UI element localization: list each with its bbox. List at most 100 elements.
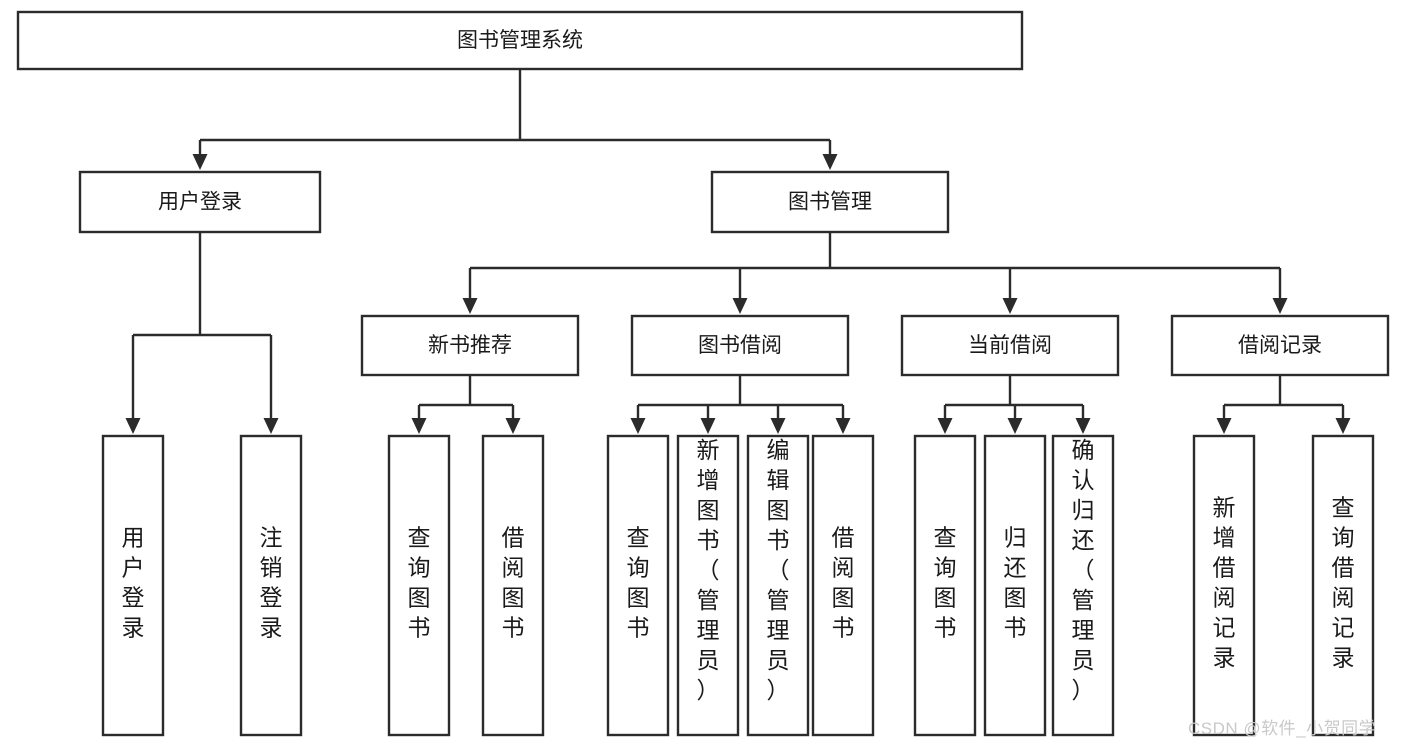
root-to-l2-arrow-1-head [822, 154, 838, 170]
l3-book-borrow-arrow-3-head [835, 418, 851, 434]
l3-new-book-recommend-arrow-0-head [411, 418, 427, 434]
node-borrow-record-label: 借阅记录 [1238, 334, 1322, 357]
node-book-manage-label: 图书管理 [788, 191, 872, 214]
svg-text:询: 询 [1332, 525, 1355, 551]
leaf-query-book-2-rect [606, 434, 670, 737]
svg-text:阅: 阅 [1213, 585, 1236, 611]
svg-text:登: 登 [260, 585, 283, 611]
svg-text:）: ） [697, 677, 720, 703]
leaf-user-login-do[interactable]: 用户登录 [101, 434, 165, 737]
svg-text:记: 记 [1213, 615, 1236, 641]
bookmanage-to-l3-arrow-2-head [1002, 298, 1018, 314]
svg-text:管: 管 [767, 587, 790, 613]
svg-text:书: 书 [767, 527, 790, 553]
svg-text:图: 图 [1004, 585, 1027, 611]
node-current-borrow[interactable]: 当前借阅 [900, 314, 1120, 377]
svg-text:图: 图 [408, 585, 431, 611]
node-root-label: 图书管理系统 [457, 29, 583, 52]
node-new-book-recommend-label: 新书推荐 [428, 334, 512, 357]
node-current-borrow-rect [900, 314, 1120, 377]
svg-text:查: 查 [627, 525, 650, 551]
svg-text:录: 录 [1332, 645, 1355, 671]
l3-current-borrow-arrow-0-head [937, 418, 953, 434]
svg-text:户: 户 [122, 555, 145, 581]
bookmanage-to-l3-arrow-1-head [732, 298, 748, 314]
leaf-confirm-return-admin-rect [1051, 434, 1115, 737]
svg-text:新: 新 [697, 437, 720, 463]
svg-text:（: （ [697, 557, 720, 583]
svg-text:编: 编 [767, 437, 790, 463]
leaf-user-login-do-label: 用户登录 [122, 525, 145, 641]
svg-text:确: 确 [1072, 437, 1095, 463]
svg-text:）: ） [767, 677, 790, 703]
svg-text:理: 理 [697, 617, 720, 643]
svg-text:借: 借 [502, 525, 525, 551]
node-root-rect [16, 10, 1024, 71]
svg-text:理: 理 [1072, 617, 1095, 643]
svg-text:用: 用 [122, 525, 145, 551]
svg-text:理: 理 [767, 617, 790, 643]
svg-text:图: 图 [767, 497, 790, 523]
node-root[interactable]: 图书管理系统 [16, 10, 1024, 71]
l2-user-login-arrow-1-head [263, 418, 279, 434]
node-book-manage-rect [710, 170, 950, 234]
bookmanage-to-l3-arrow-0-head [462, 298, 478, 314]
svg-text:员: 员 [1072, 647, 1095, 673]
l3-book-borrow-arrow-2-head [770, 418, 786, 434]
svg-text:增: 增 [1213, 525, 1236, 551]
leaf-return-book-rect [983, 434, 1047, 737]
l3-borrow-record-arrow-0-head [1216, 418, 1232, 434]
node-user-login[interactable]: 用户登录 [78, 170, 322, 234]
node-borrow-record-rect [1170, 314, 1390, 377]
l3-current-borrow-arrow-2-head [1075, 418, 1091, 434]
svg-text:借: 借 [832, 525, 855, 551]
svg-text:图: 图 [697, 497, 720, 523]
node-book-manage[interactable]: 图书管理 [710, 170, 950, 234]
node-book-borrow[interactable]: 图书借阅 [630, 314, 850, 377]
svg-text:图: 图 [502, 585, 525, 611]
svg-text:查: 查 [1332, 495, 1355, 521]
leaf-query-book-1-rect [387, 434, 451, 737]
svg-text:员: 员 [697, 647, 720, 673]
leaf-add-book-admin-rect [676, 434, 740, 737]
svg-text:）: ） [1072, 677, 1095, 703]
l3-new-book-recommend-arrow-1-head [505, 418, 521, 434]
svg-text:注: 注 [260, 525, 283, 551]
svg-text:书: 书 [697, 527, 720, 553]
svg-text:书: 书 [934, 615, 957, 641]
svg-text:阅: 阅 [1332, 585, 1355, 611]
svg-text:增: 增 [697, 467, 720, 493]
svg-text:还: 还 [1004, 555, 1027, 581]
svg-text:归: 归 [1072, 497, 1095, 523]
l3-book-borrow-arrow-1-head [700, 418, 716, 434]
root-to-l2-arrow-0-head [192, 154, 208, 170]
node-new-book-recommend[interactable]: 新书推荐 [360, 314, 580, 377]
leaf-edit-book-admin-rect [746, 434, 810, 737]
svg-text:（: （ [1072, 557, 1095, 583]
svg-text:书: 书 [627, 615, 650, 641]
svg-text:录: 录 [1213, 645, 1236, 671]
svg-text:登: 登 [122, 585, 145, 611]
node-user-login-label: 用户登录 [158, 191, 242, 214]
node-borrow-record[interactable]: 借阅记录 [1170, 314, 1390, 377]
svg-text:书: 书 [502, 615, 525, 641]
svg-text:图: 图 [832, 585, 855, 611]
